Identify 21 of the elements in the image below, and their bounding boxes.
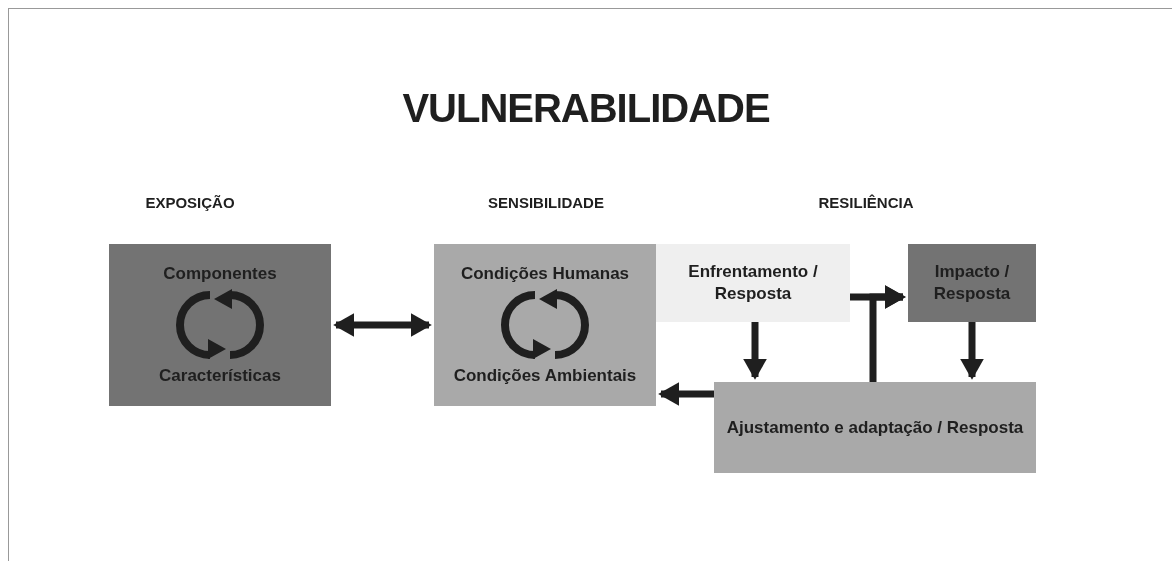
arrow [960, 322, 984, 380]
column-heading: RESILIÊNCIA [818, 193, 914, 213]
title: VULNERABILIDADE [401, 85, 771, 132]
process-box [656, 244, 850, 322]
box-label: Condições Humanas [460, 263, 630, 285]
box-label: Condições Ambientais [453, 365, 637, 387]
box-label: Características [159, 365, 281, 387]
process-box [434, 244, 656, 406]
process-box [908, 244, 1036, 322]
arrow [333, 313, 432, 337]
process-box [109, 244, 331, 406]
arrow [869, 285, 906, 382]
box-label: Impacto / Resposta [932, 261, 1012, 305]
arrow [658, 382, 714, 406]
column-heading: EXPOSIÇÃO [145, 193, 235, 213]
column-heading: SENSIBILIDADE [488, 193, 604, 213]
arrow [743, 322, 767, 380]
box-label: Componentes [163, 263, 277, 285]
box-label: Enfrentamento / Resposta [687, 261, 819, 305]
box-label: Ajustamento e adaptação / Resposta [726, 416, 1024, 439]
process-box [714, 382, 1036, 473]
